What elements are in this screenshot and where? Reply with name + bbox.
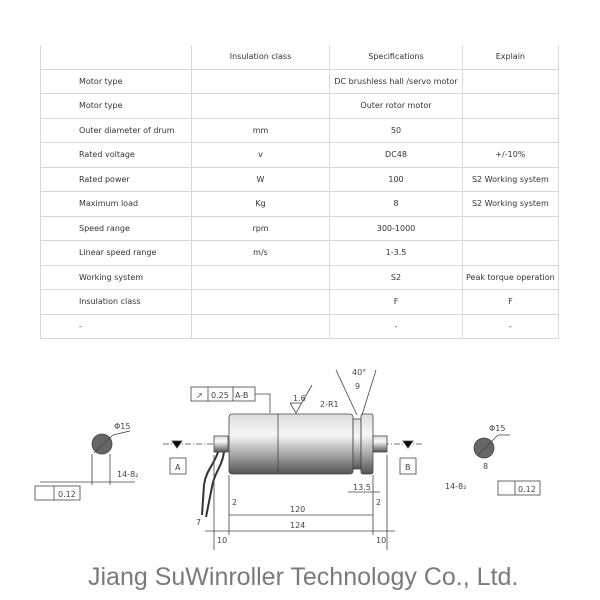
watermark: Jiang SuWinroller Technology Co., Ltd. [88, 563, 519, 591]
symmetry-left: 0.12 [58, 490, 76, 499]
table-cell: rpm [191, 215, 330, 241]
symmetry-right: 0.12 [518, 485, 536, 494]
runout-symbol: ↗ [196, 391, 203, 400]
left-shaft [213, 435, 229, 453]
tolerance-datum: A-B [235, 391, 248, 400]
table-cell: - [462, 313, 559, 339]
motor-drawing: A B ↗ 0.25 A-B 1.6 2-R1 40° 9 Φ15 14-8₂ … [34, 368, 541, 550]
table-cell: S2 Working system [462, 166, 559, 192]
table-cell [462, 215, 559, 241]
table-cell: Motor type [40, 93, 192, 119]
table-cell: 300-1000 [329, 215, 463, 241]
table-cell: m/s [191, 240, 330, 266]
table-cell: S2 [329, 264, 463, 290]
table-cell: DC brushless hall /servo motor [329, 68, 463, 94]
dim-10-right: 10 [376, 536, 386, 545]
table-cell [40, 45, 192, 70]
datum-a: A [175, 463, 181, 472]
table-cell: 100 [329, 166, 463, 192]
table-cell: 1-3.5 [329, 240, 463, 266]
table-cell: F [329, 289, 463, 315]
table-cell: S2 Working system [462, 191, 559, 217]
table-cell: Working system [40, 264, 192, 290]
table-cell: Kg [191, 191, 330, 217]
table-cell: Peak torque operation [462, 264, 559, 290]
table-row: Motor type Outer rotor motor [40, 93, 559, 119]
table-cell: Rated power [40, 166, 192, 192]
table-cell: Insulation class [191, 45, 330, 70]
diameter-right: Φ15 [489, 424, 505, 433]
table-cell: - [329, 313, 463, 339]
table-cell: 8 [329, 191, 463, 217]
table-cell: Motor type [40, 68, 192, 94]
table-cell: F [462, 289, 559, 315]
flat-depth: 8 [483, 462, 488, 471]
dim-124: 124 [290, 521, 305, 530]
dim-120: 120 [290, 505, 305, 514]
table-cell: Specifications [329, 45, 463, 70]
table-cell [191, 264, 330, 290]
table-cell: mm [191, 117, 330, 143]
table-cell: DC48 [329, 142, 463, 168]
table-cell [462, 68, 559, 94]
dim-10-left: 10 [217, 536, 227, 545]
table-cell [462, 117, 559, 143]
angle-label: 40° [352, 368, 366, 377]
table-cell: W [191, 166, 330, 192]
table-cell [191, 289, 330, 315]
roughness: 1.6 [293, 394, 306, 403]
table-row: --- [40, 313, 559, 339]
dim-7: 7 [196, 518, 201, 527]
table-cell [191, 313, 330, 339]
table-cell: Explain [462, 45, 559, 70]
table-cell [191, 68, 330, 94]
table-cell: v [191, 142, 330, 168]
dim-2-left: 2 [232, 498, 237, 507]
table-cell: Maximum load [40, 191, 192, 217]
table-cell [462, 93, 559, 119]
table-cell [462, 240, 559, 266]
diameter-left: Φ15 [114, 422, 130, 431]
flat-right: 14-8₂ [445, 482, 466, 491]
table-cell: - [40, 313, 192, 339]
table-cell: Linear speed range [40, 240, 192, 266]
table-cell: Speed range [40, 215, 192, 241]
motor-body [228, 413, 354, 475]
groove-label: 9 [355, 382, 360, 391]
radius-label: 2-R1 [320, 400, 339, 409]
table-cell: Rated voltage [40, 142, 192, 168]
flat-left: 14-8₂ [117, 470, 138, 479]
table-cell: Outer rotor motor [329, 93, 463, 119]
dim-2-right: 2 [376, 498, 381, 507]
table-cell [191, 93, 330, 119]
table-cell: Outer diameter of drum [40, 117, 192, 143]
tolerance-value: 0.25 [211, 391, 229, 400]
dim-13-5: 13.5 [353, 483, 371, 492]
table-cell: 50 [329, 117, 463, 143]
right-shaft [372, 435, 388, 453]
datum-b: B [405, 463, 411, 472]
table-row: Motor type DC brushless hall /servo motor [40, 68, 559, 94]
table-cell: +/-10% [462, 142, 559, 168]
table-cell: Insulation class [40, 289, 192, 315]
